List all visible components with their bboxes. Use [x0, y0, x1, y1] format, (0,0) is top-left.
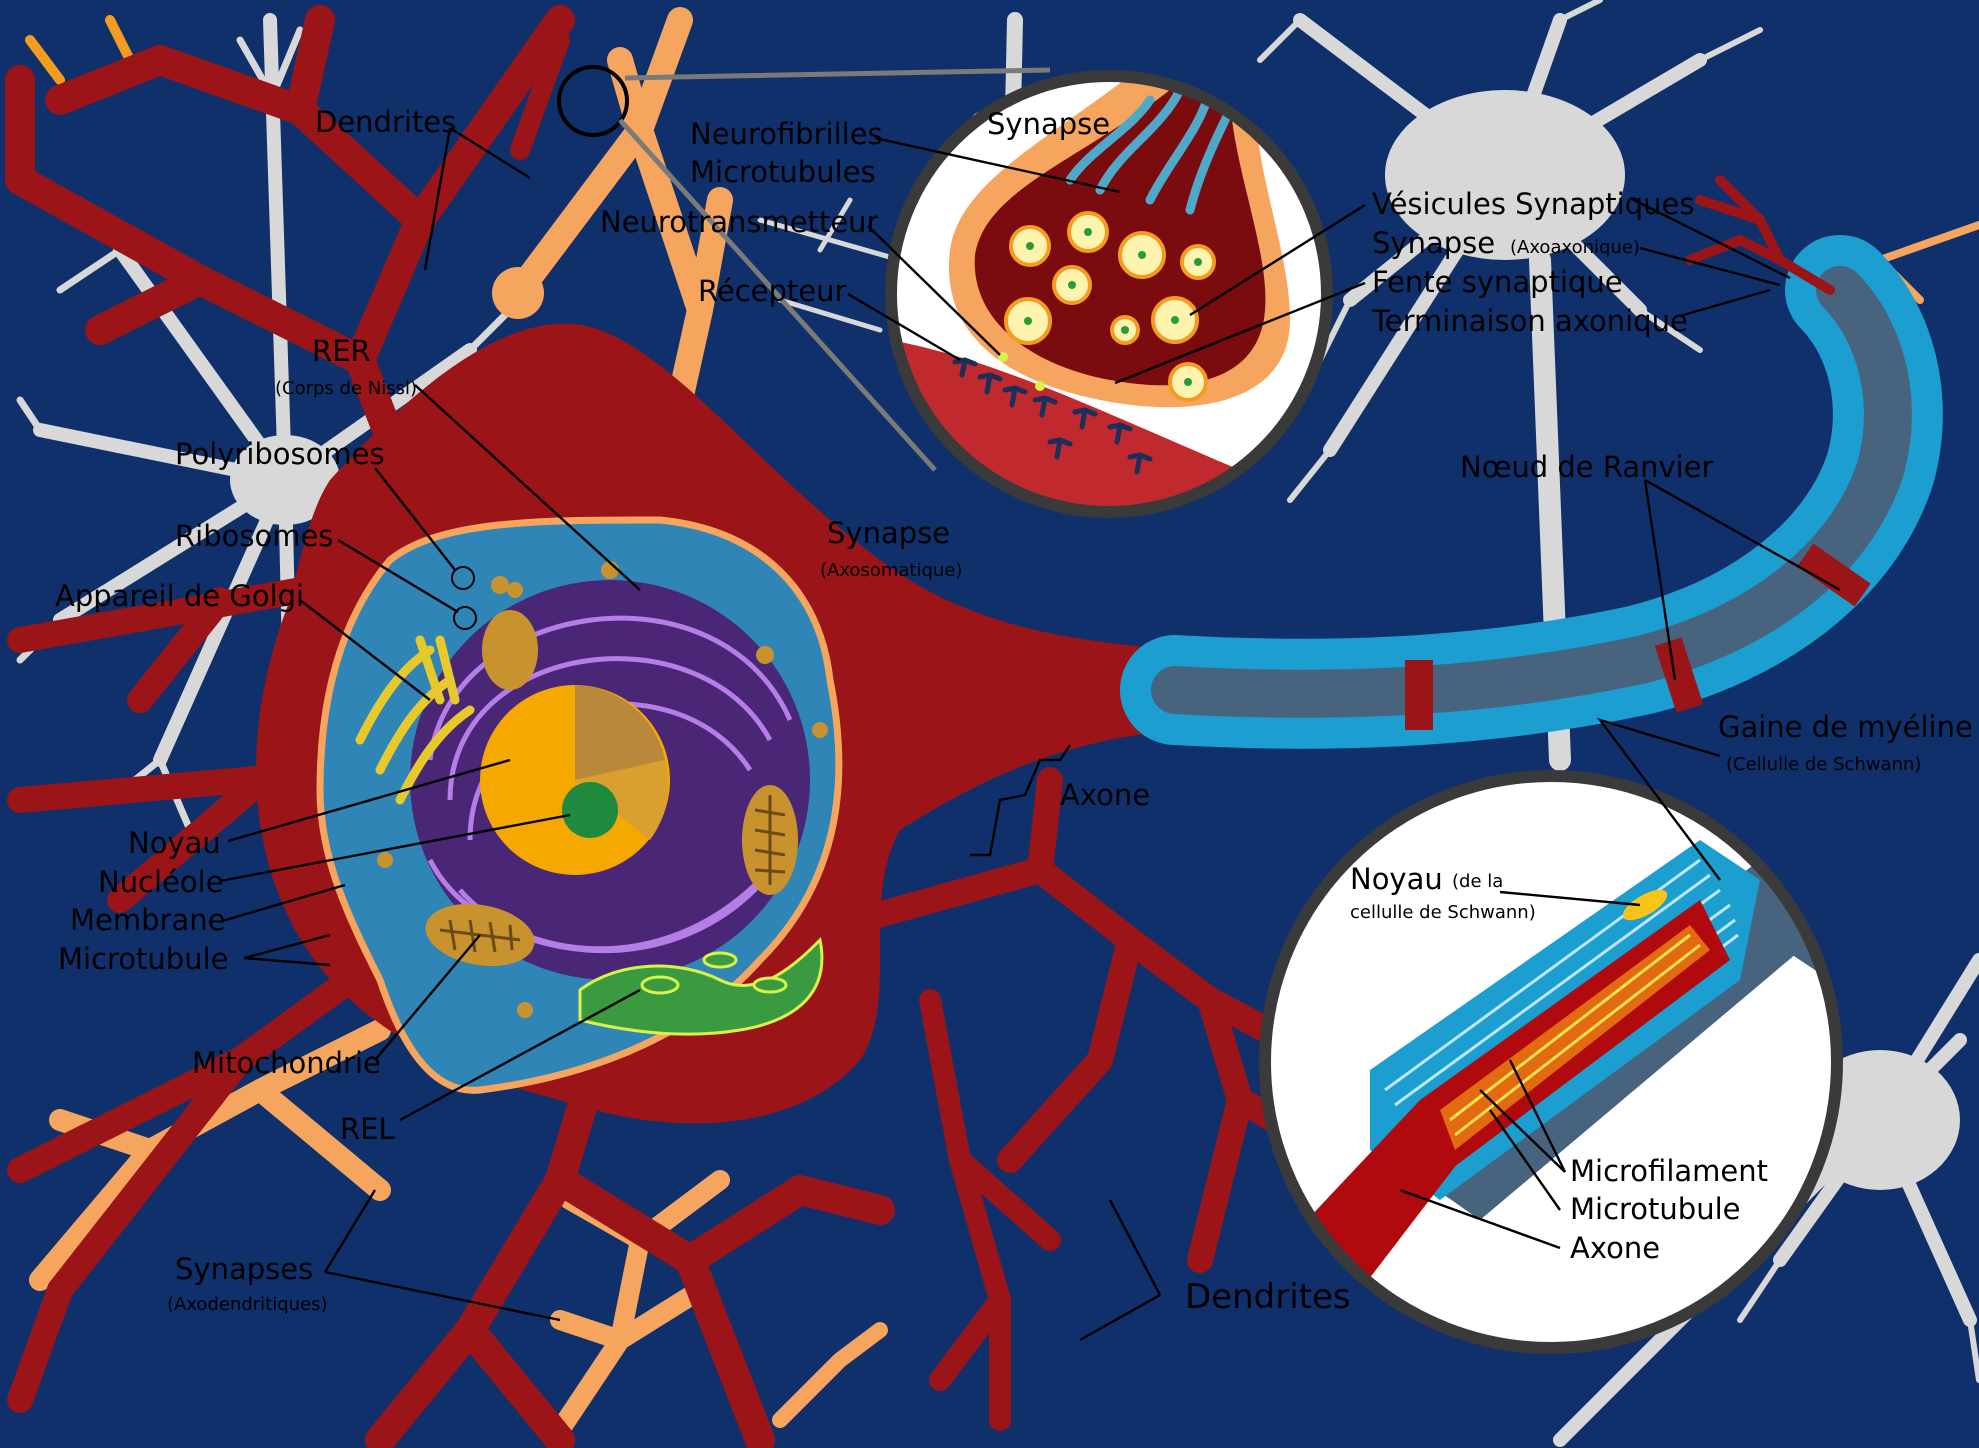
label-synapses-axodend-sub: (Axodendritiques)	[167, 1294, 328, 1315]
label-vesicules: Vésicules Synaptiques	[1372, 187, 1694, 221]
label-polyribosomes: Polyribosomes	[175, 437, 385, 471]
label-axone-inset: Axone	[1570, 1231, 1660, 1265]
label-gaine-sub: (Cellulle de Schwann)	[1726, 754, 1921, 775]
label-gaine: Gaine de myéline	[1718, 710, 1973, 744]
node-of-ranvier	[1405, 660, 1433, 730]
label-neurofibrilles: Neurofibrilles	[690, 117, 883, 151]
label-terminaison: Terminaison axonique	[1371, 304, 1688, 338]
label-recepteur: Récepteur	[698, 274, 846, 308]
label-noyau-schwann: Noyau	[1350, 862, 1443, 896]
label-golgi: Appareil de Golgi	[55, 579, 304, 613]
label-synapse-inset: Synapse	[987, 107, 1110, 141]
label-axone-main: Axone	[1060, 778, 1150, 812]
label-noyau: Noyau	[128, 826, 221, 860]
label-rer: RER	[312, 334, 371, 368]
label-ranvier: Nœud de Ranvier	[1460, 450, 1714, 484]
label-microtubule-inset: Microtubule	[1570, 1192, 1741, 1226]
label-fente: Fente synaptique	[1372, 265, 1623, 299]
label-ribosomes: Ribosomes	[175, 519, 333, 553]
label-dendrites-top: Dendrites	[315, 105, 456, 139]
label-membrane: Membrane	[70, 903, 225, 937]
label-microtubule-left: Microtubule	[58, 942, 229, 976]
label-synapse-axosom: Synapse	[827, 516, 950, 550]
label-synapse-axosom-sub: (Axosomatique)	[820, 560, 962, 581]
label-neurotransmetteur: Neurotransmetteur	[600, 205, 879, 239]
label-microfilament: Microfilament	[1570, 1154, 1768, 1188]
label-synapse-axoax: Synapse	[1372, 226, 1495, 260]
label-noyau-schwann-sub1: (de la	[1452, 871, 1503, 892]
label-microtubules-top: Microtubules	[690, 155, 876, 189]
label-nucleole: Nucléole	[98, 865, 224, 899]
label-synapse-axoax-sub: (Axoaxonique)	[1510, 237, 1640, 258]
label-dendrites-bottom: Dendrites	[1185, 1277, 1351, 1317]
label-rer-sub: (Corps de Nissl)	[275, 378, 417, 399]
label-mitochondrie: Mitochondrie	[192, 1046, 381, 1080]
label-synapses-axodend: Synapses	[175, 1252, 313, 1286]
label-rel: REL	[340, 1112, 395, 1146]
label-noyau-schwann-sub2: cellulle de Schwann)	[1350, 902, 1536, 923]
nucleus	[480, 685, 670, 875]
